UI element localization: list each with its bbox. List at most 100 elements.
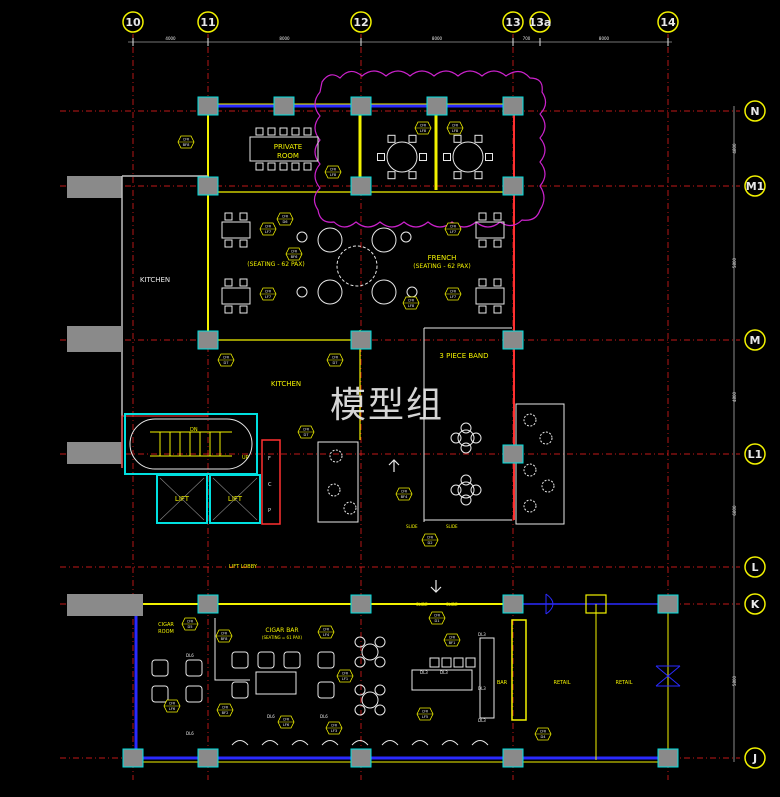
column xyxy=(502,594,524,614)
cfr-tag-top: CFR xyxy=(223,356,230,360)
column xyxy=(122,748,144,768)
grid-bubble-col-14: 14 xyxy=(657,11,679,33)
downlight-label: DL3 xyxy=(420,670,428,675)
feature-banquette xyxy=(296,227,418,305)
cfr-tag-top: CFR xyxy=(427,536,434,540)
cfr-tag-bottom: BF4 xyxy=(401,495,409,499)
round-table xyxy=(443,134,493,180)
dim-right: 6800 xyxy=(732,505,737,516)
band-tables xyxy=(450,422,482,506)
cfr-tag-bottom: D6 xyxy=(282,220,288,224)
annotation-tags: CFRBF8CFRLF8CFRLF8CFRLF8CFRD6CFRLF7CFRBF… xyxy=(163,121,552,741)
cfr-tag-bottom: D7 xyxy=(303,433,308,437)
cfr-tag-bottom: D7 xyxy=(332,361,337,365)
label-cigar-bar: CIGAR BAR xyxy=(265,627,298,634)
dim-right: 4800 xyxy=(732,391,737,402)
grid-label-col: 13 xyxy=(505,16,520,29)
grid-label-row: L xyxy=(751,561,758,574)
grid-label-row: K xyxy=(751,598,760,611)
label-slide-4: SLIDE xyxy=(446,602,458,607)
direction-arrows xyxy=(388,459,442,593)
cfr-tag-bottom: D4 xyxy=(540,735,546,739)
column-retail xyxy=(585,594,607,614)
grid-label-col: 11 xyxy=(200,16,215,29)
planters xyxy=(327,413,555,515)
grid-bubble-col-12: 12 xyxy=(350,11,372,33)
label-stair-dn: DN xyxy=(190,427,198,433)
dim-right: 5800 xyxy=(732,675,737,686)
lounge-furniture xyxy=(151,636,495,746)
grid-label-col: 13a xyxy=(529,16,552,29)
cfr-tag-bottom: LF3 xyxy=(331,729,337,733)
cfr-tag-top: CFR xyxy=(449,636,456,640)
label-bar: BAR xyxy=(497,680,508,686)
cfr-tag-top: CFR xyxy=(291,250,298,254)
dim-right: 4800 xyxy=(732,143,737,154)
grid-bubble-row-L1: L1 xyxy=(744,443,766,465)
cfr-tag-top: CFR xyxy=(222,706,229,710)
cfr-tag-top: CFR xyxy=(303,428,310,432)
column xyxy=(197,176,219,196)
column xyxy=(502,330,524,350)
cfr-tag-bottom: D1 xyxy=(434,619,439,623)
label-lift-lobby: LIFT LOBBY xyxy=(229,564,258,570)
downlight-label: DL3 xyxy=(478,686,486,691)
retail-doors xyxy=(545,593,681,687)
grid-label-row: L1 xyxy=(748,448,763,461)
label-shaft-f: F xyxy=(268,456,271,462)
dim-top: 8000 xyxy=(279,36,290,41)
cfr-tag-bottom: D5 xyxy=(187,625,192,629)
dim-top: 4000 xyxy=(165,36,176,41)
cfr-tag-top: CFR xyxy=(265,225,272,229)
room-labels: PRIVATE ROOM KITCHEN KITCHEN FRENCH (SEA… xyxy=(140,143,633,686)
grid-bubble-row-M: M xyxy=(744,329,766,351)
column xyxy=(426,96,448,116)
grid-bubble-col-13: 13 xyxy=(502,11,524,33)
cfr-tag-bottom: LF7 xyxy=(450,295,456,299)
cfr-tag-top: CFR xyxy=(323,628,330,632)
label-lift-1: LIFT xyxy=(175,495,190,503)
round-table xyxy=(377,134,427,180)
cfr-tag-top: CFR xyxy=(401,490,408,494)
label-retail-2: RETAIL xyxy=(616,680,633,686)
cfr-tag-top: CFR xyxy=(422,710,429,714)
table xyxy=(475,212,505,248)
label-lift-2: LIFT xyxy=(228,495,243,503)
column xyxy=(502,96,524,116)
cfr-tag-bottom: BF6 xyxy=(291,255,299,259)
cfr-tag-bottom: LF8 xyxy=(408,304,415,308)
stair-core xyxy=(124,413,281,525)
grid-bubble-row-M1: M1 xyxy=(744,175,766,197)
downlight-label: DL3 xyxy=(440,670,448,675)
label-seating-right: (SEATING - 62 PAX) xyxy=(413,263,470,270)
cfr-tag-bottom: D7 xyxy=(223,361,228,365)
table xyxy=(475,278,505,314)
grid-label-row: M xyxy=(750,334,761,347)
downlight-label: DL6 xyxy=(186,731,194,736)
grid-label-col: 14 xyxy=(660,16,676,29)
table xyxy=(221,278,251,314)
cfr-tag-top: CFR xyxy=(452,124,459,128)
downlight-label: DL3 xyxy=(478,632,486,637)
cfr-tag-top: CFR xyxy=(187,620,194,624)
column xyxy=(657,594,679,614)
cfr-tag-top: CFR xyxy=(332,356,339,360)
